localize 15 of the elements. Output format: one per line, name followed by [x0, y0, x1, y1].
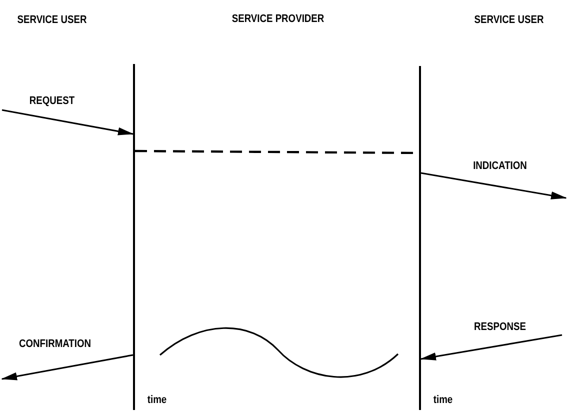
edge-label: INDICATION	[473, 160, 527, 172]
column-heading: SERVICE PROVIDER	[232, 13, 324, 25]
column-heading: SERVICE USER	[17, 14, 87, 26]
edge-label: CONFIRMATION	[19, 338, 91, 350]
arrow	[420, 172, 567, 200]
arrow	[420, 334, 562, 360]
timeline-bar	[133, 64, 135, 410]
time-label: time	[147, 394, 167, 406]
edge-label: RESPONSE	[474, 321, 526, 333]
time-label: time	[433, 394, 453, 406]
arrow	[2, 109, 134, 136]
arrow	[1, 354, 134, 380]
edge-label: REQUEST	[29, 95, 75, 107]
timeline-bar	[419, 66, 421, 410]
column-heading: SERVICE USER	[474, 14, 544, 26]
